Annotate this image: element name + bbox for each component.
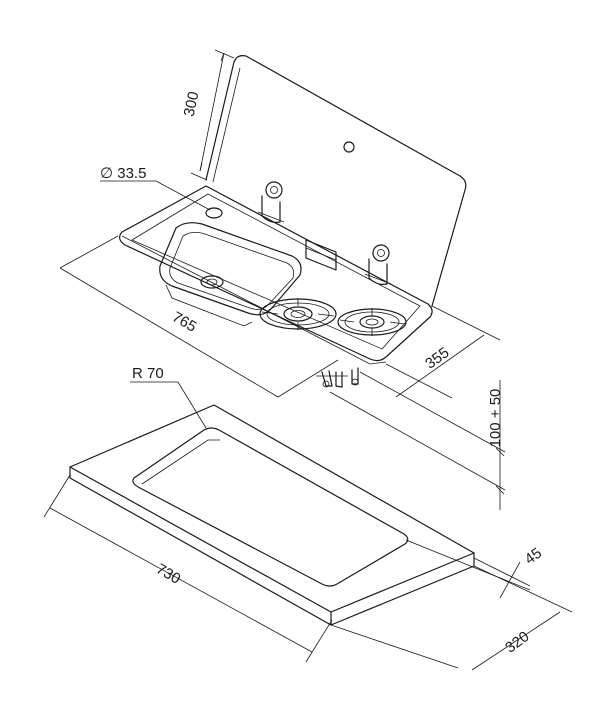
dimension-lines (43, 49, 573, 671)
gas-connectors (316, 367, 359, 388)
countertop-plate (69, 404, 475, 626)
burner-right (337, 308, 407, 336)
dim-height: 100 + 50 (487, 389, 504, 448)
dim-unit-depth: 355 (422, 344, 452, 372)
dim-unit-length: 765 (169, 308, 199, 335)
dim-edge-margin: 45 (522, 545, 545, 569)
dim-corner-radius: R 70 (132, 365, 164, 382)
burner-left (259, 298, 337, 330)
dim-cutout-length: 730 (153, 560, 183, 587)
dim-cutout-depth: 320 (502, 628, 532, 656)
dim-tap-hole-diameter: ∅ 33.5 (100, 165, 146, 182)
hinge-right (364, 244, 392, 285)
glass-lid (205, 55, 467, 307)
dim-lid-height: 300 (181, 90, 203, 118)
sink-hob-unit (119, 185, 433, 388)
